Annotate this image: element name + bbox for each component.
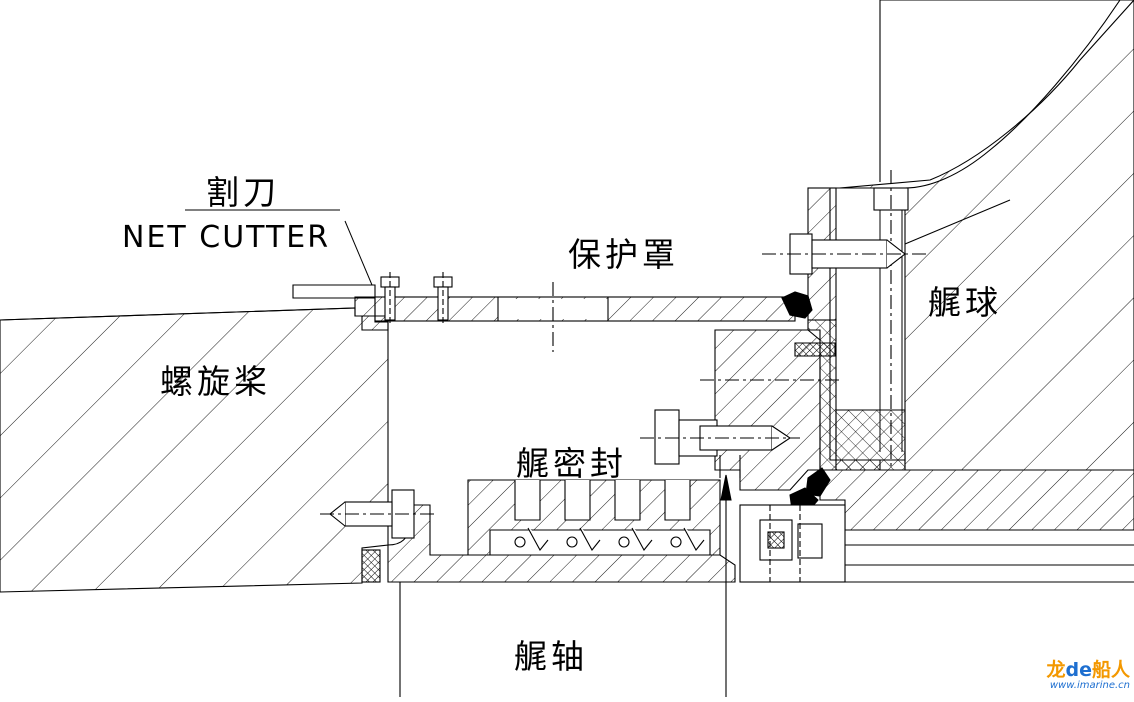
protective-cover-label: 保护罩 [568, 235, 679, 274]
seal-housing [700, 329, 840, 515]
seal-rings [467, 479, 721, 556]
watermark-brand-prefix: 龙 [1046, 659, 1066, 681]
stern-tube [739, 469, 1134, 583]
propeller-label: 螺旋桨 [160, 362, 271, 401]
hub-bolt [320, 489, 435, 539]
hub-ball-label: 艉球 [928, 283, 1002, 322]
watermark-brand-suffix: 船人 [1091, 659, 1130, 681]
housing-bolt [640, 409, 800, 465]
watermark-url: www.imarine.cn [1049, 680, 1130, 691]
propeller-hub [0, 307, 389, 593]
stern-shaft-label: 艉轴 [514, 637, 588, 676]
cover-bolts [380, 272, 453, 325]
shaft-liner [361, 504, 736, 583]
stern-seal-label: 艉密封 [516, 444, 627, 483]
watermark-brand-mid: de [1065, 659, 1092, 681]
watermark-logo: 龙de船人 www.imarine.cn [1030, 660, 1130, 692]
shaft-reference [399, 455, 741, 697]
stud-bolt [762, 199, 1011, 275]
net-cutter-label-cn: 割刀 [206, 173, 280, 212]
stern-boss [829, 0, 1134, 471]
net-cutter-label-en: NET CUTTER [122, 220, 331, 255]
